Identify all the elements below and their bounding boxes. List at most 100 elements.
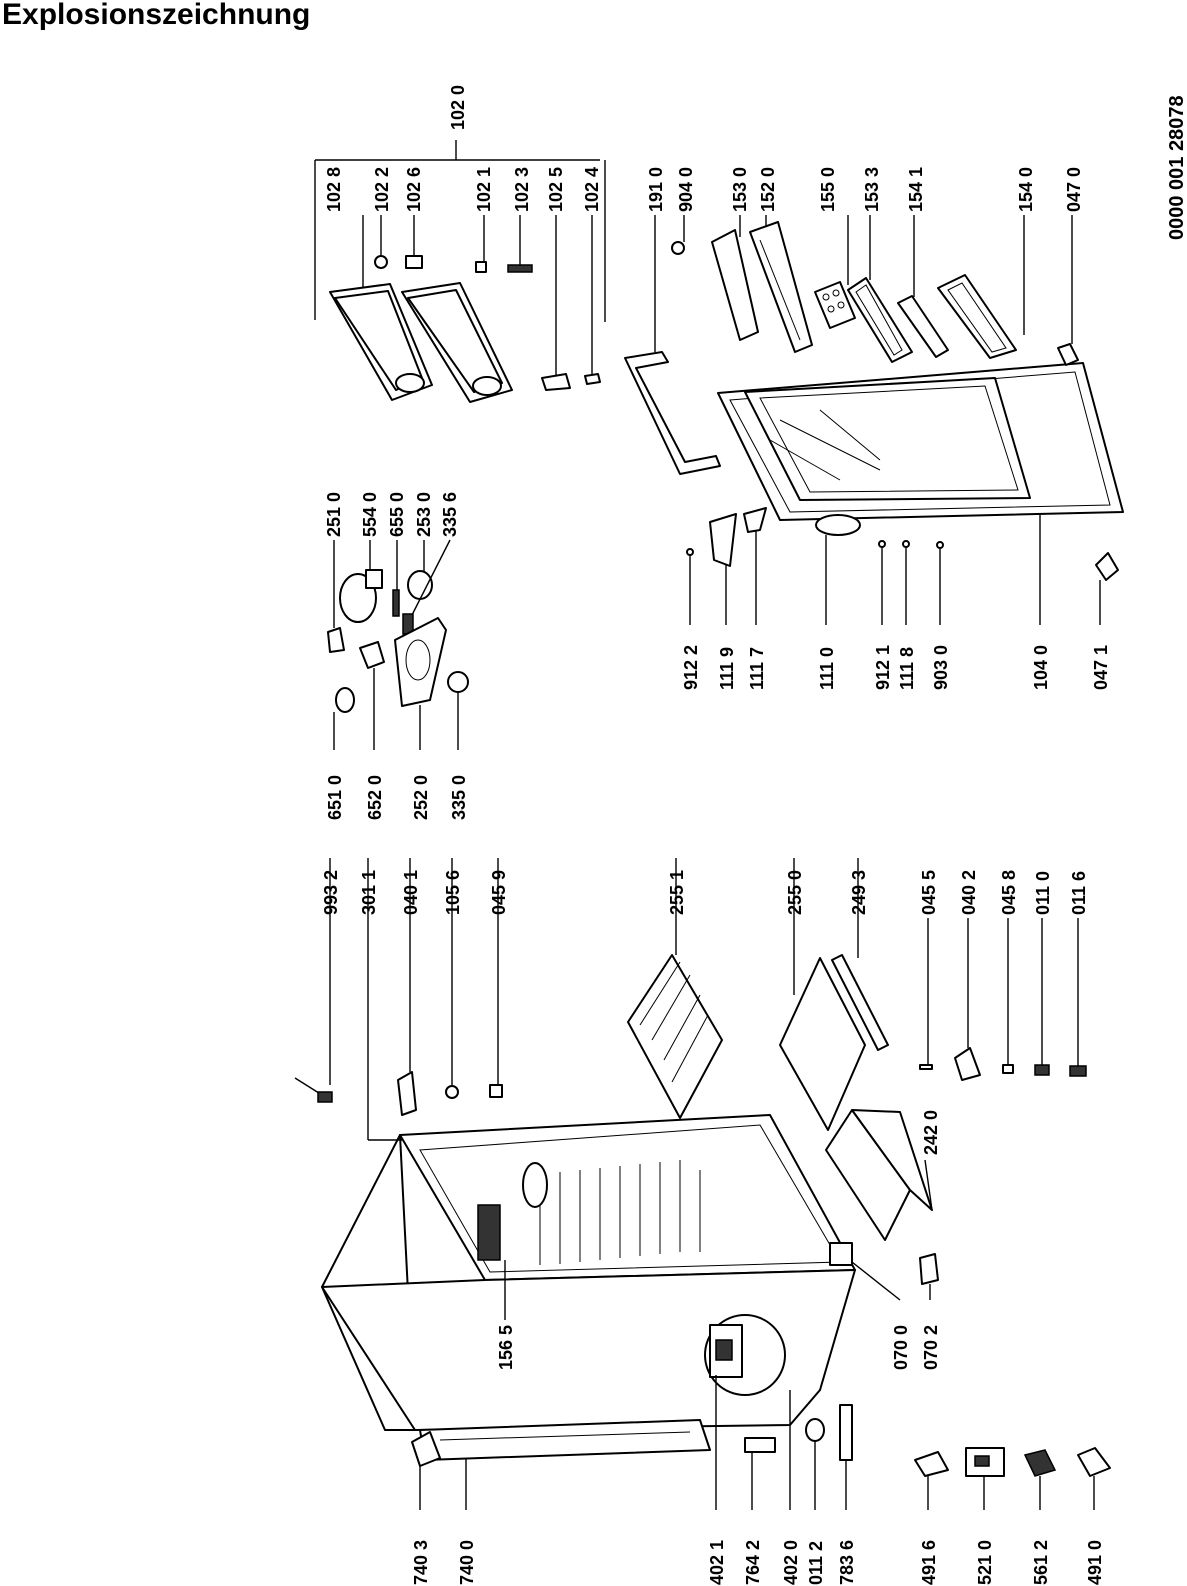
part-2510 — [327, 627, 345, 653]
label-4021: 402 1 — [707, 1540, 727, 1585]
thermostat-group — [327, 539, 469, 750]
label-0112: 011 2 — [806, 1541, 826, 1585]
label-1020: 102 0 — [448, 85, 468, 130]
part-1026 — [405, 255, 423, 269]
part-1025 — [541, 373, 571, 391]
label-2551: 255 1 — [667, 870, 687, 915]
screw-9121 — [878, 540, 886, 548]
bulb-6510 — [335, 687, 355, 713]
label-0459: 045 9 — [489, 870, 509, 915]
door-gasket-1910 — [624, 351, 721, 475]
part-labels: 102 0 102 8 102 2 102 6 102 1 102 3 102 … — [321, 85, 1187, 1585]
label-1119: 111 9 — [717, 647, 737, 690]
label-9121: 912 1 — [873, 645, 893, 690]
label-0402: 040 2 — [959, 870, 979, 915]
part-9030 — [936, 541, 944, 549]
part-0458 — [1002, 1064, 1014, 1074]
screw-9122 — [686, 548, 694, 556]
label-0110: 011 0 — [1033, 871, 1053, 915]
door-bin-1520 — [749, 215, 813, 353]
part-0112 — [805, 1418, 825, 1442]
label-5612: 561 2 — [1031, 1540, 1051, 1585]
label-2520: 252 0 — [411, 775, 431, 820]
part-0455 — [919, 1064, 933, 1070]
label-1533: 153 3 — [862, 167, 882, 212]
door-bin-1533 — [847, 215, 913, 363]
part-6520 — [359, 641, 385, 669]
label-2550: 255 0 — [785, 870, 805, 915]
knob-3350 — [447, 671, 469, 693]
electrical-parts — [914, 1447, 1111, 1510]
label-6550: 655 0 — [387, 492, 407, 537]
label-7403: 740 3 — [411, 1540, 431, 1585]
label-3350: 335 0 — [449, 775, 469, 820]
hinge-0700 — [829, 1242, 853, 1266]
document-number: 0000 001 28078 — [1166, 95, 1187, 240]
hinge-1110 — [815, 514, 861, 536]
label-0116: 011 6 — [1069, 871, 1089, 915]
label-7642: 764 2 — [743, 1540, 763, 1585]
bottle-rack-1541 — [897, 215, 949, 358]
label-9122: 912 2 — [681, 645, 701, 690]
label-1028: 102 8 — [324, 167, 344, 212]
label-0702: 070 2 — [921, 1325, 941, 1370]
label-1910: 191 0 — [646, 167, 666, 212]
part-0702 — [919, 1253, 939, 1285]
part-1024 — [584, 373, 601, 385]
part-5612 — [1023, 1449, 1057, 1477]
label-4020: 402 0 — [781, 1540, 801, 1585]
part-1022 — [374, 255, 388, 269]
label-5210: 521 0 — [975, 1540, 995, 1585]
label-1023: 102 3 — [512, 167, 532, 212]
trim-2493 — [831, 954, 889, 1051]
part-4916 — [914, 1451, 949, 1477]
door-bin-1530 — [711, 215, 759, 341]
part-9040 — [671, 241, 685, 255]
label-7400: 740 0 — [457, 1540, 477, 1585]
housing-2520 — [394, 617, 447, 707]
part-6550 — [392, 589, 400, 617]
door-assembly — [624, 215, 1124, 625]
part-1118 — [902, 540, 910, 548]
label-1550: 155 0 — [818, 167, 838, 212]
glass-2550 — [779, 957, 866, 1131]
label-2420: 242 0 — [921, 1110, 941, 1155]
part-1021 — [475, 261, 487, 273]
label-7836: 783 6 — [837, 1540, 857, 1585]
label-6510: 651 0 — [325, 775, 345, 820]
label-0700: 070 0 — [891, 1325, 911, 1370]
part-0402 — [954, 1047, 981, 1081]
label-9932: 993 2 — [321, 870, 341, 915]
label-2530: 253 0 — [414, 492, 434, 537]
label-3011: 301 1 — [359, 870, 379, 915]
part-0110 — [1034, 1064, 1050, 1076]
part-0459 — [489, 1084, 503, 1098]
page-title: Explosionszeichnung — [2, 0, 311, 31]
part-7403 — [411, 1431, 441, 1467]
label-2493: 249 3 — [849, 870, 869, 915]
label-1540: 154 0 — [1016, 167, 1036, 212]
label-1056: 105 6 — [443, 870, 463, 915]
label-9030: 903 0 — [931, 645, 951, 690]
label-1040: 104 0 — [1031, 645, 1051, 690]
label-0471: 047 1 — [1091, 645, 1111, 690]
label-0458: 045 8 — [999, 870, 1019, 915]
shelf-group-1020 — [314, 140, 606, 403]
label-6520: 652 0 — [365, 775, 385, 820]
vent-1565 — [477, 1204, 501, 1261]
label-2510: 251 0 — [324, 492, 344, 537]
part-7836 — [839, 1404, 853, 1461]
label-0455: 045 5 — [919, 870, 939, 915]
label-9040: 904 0 — [676, 167, 696, 212]
label-4916: 491 6 — [919, 1540, 939, 1585]
grid-shelf-2551 — [627, 954, 723, 1119]
label-5540: 554 0 — [360, 492, 380, 537]
label-1565: 156 5 — [496, 1325, 516, 1370]
label-0401: 040 1 — [401, 870, 421, 915]
label-1118: 111 8 — [897, 647, 917, 690]
part-4910 — [1077, 1447, 1111, 1477]
label-1025: 102 5 — [546, 167, 566, 212]
label-4910: 491 0 — [1085, 1540, 1105, 1585]
part-0470 — [1057, 215, 1079, 366]
